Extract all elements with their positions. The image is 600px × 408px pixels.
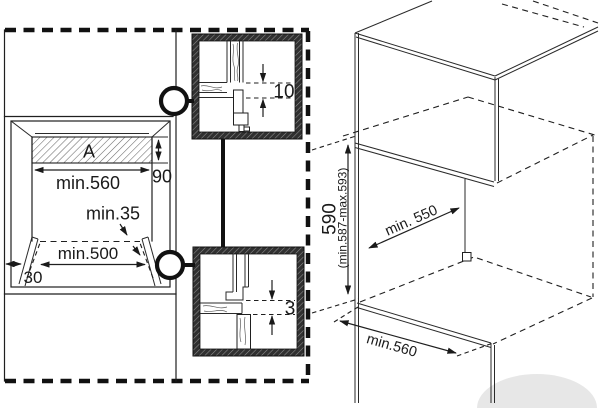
side-strip-label: 30 (24, 268, 43, 287)
detail-view-bottom: 3 (192, 246, 305, 357)
detail-view-top: 10 (191, 33, 303, 140)
detail-circle-bottom-icon (154, 249, 186, 281)
front-niche-width-label: min.560 (56, 173, 120, 193)
iso-height-range-label: (min.587-max.593) (336, 168, 350, 269)
base-width-label: min.500 (58, 244, 118, 263)
rear-clearance-label: min.35 (86, 203, 140, 223)
watermark-circle (477, 374, 597, 408)
vent-height-label: 90 (152, 166, 172, 186)
detail-callouts (154, 85, 195, 281)
front-cutout-view: min.560 90 A min.35 min.500 30 (3, 115, 177, 295)
vent-area-label: A (83, 141, 95, 161)
iso-depth-label: min. 550 (383, 202, 440, 239)
bottom-gap-label: 3 (285, 299, 296, 320)
detail-circle-top-icon (158, 85, 190, 117)
top-gap-label: 10 (273, 82, 294, 103)
iso-height-label: 590 (320, 203, 341, 235)
isometric-view: 590 (min.587-max.593) min. 550 min.560 (311, 0, 599, 403)
